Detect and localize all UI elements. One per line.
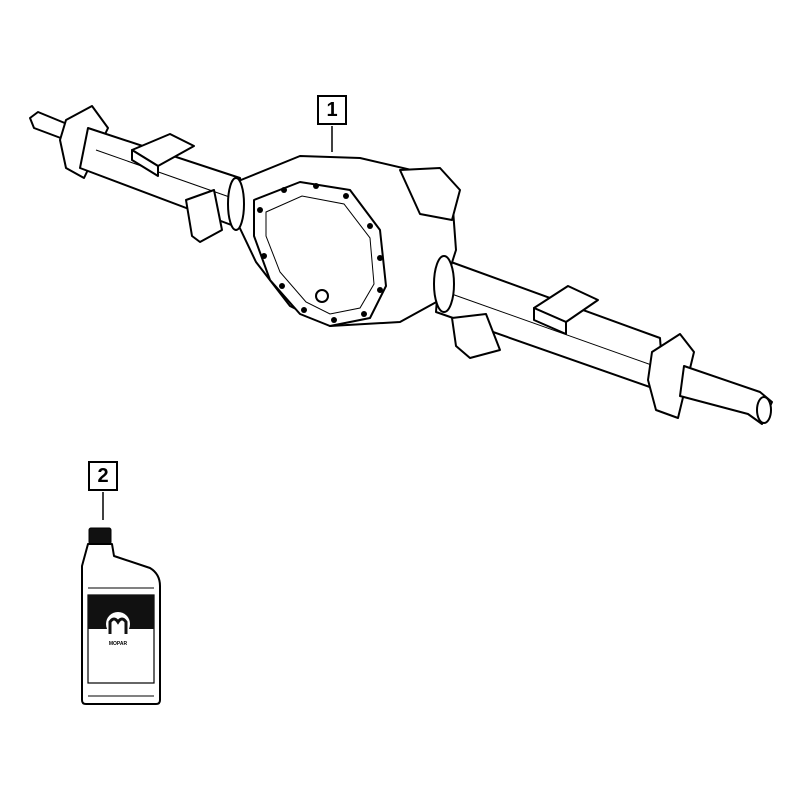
callout-1-label: 1 xyxy=(326,98,338,121)
svg-text:MOPAR: MOPAR xyxy=(109,641,128,647)
right-shaft-end xyxy=(679,365,773,425)
callout-2-label: 2 xyxy=(97,464,109,487)
fill-plug xyxy=(315,289,329,303)
differential-cover xyxy=(253,181,387,327)
callout-2[interactable]: 2 xyxy=(88,461,118,491)
left-flange xyxy=(59,105,109,179)
mopar-logo: MOPAR xyxy=(106,612,130,647)
lubricant-bottle[interactable]: MOPAR xyxy=(81,492,161,705)
left-bracket xyxy=(185,189,223,243)
callout-1[interactable]: 1 xyxy=(317,95,347,125)
right-bracket xyxy=(451,313,501,359)
axle-assembly[interactable] xyxy=(29,105,773,425)
right-tube-ring xyxy=(433,255,455,313)
left-tube-ring xyxy=(227,177,245,231)
pinion-nose xyxy=(399,167,461,221)
cover-bolts xyxy=(257,183,383,323)
bottle-cap xyxy=(88,527,112,545)
